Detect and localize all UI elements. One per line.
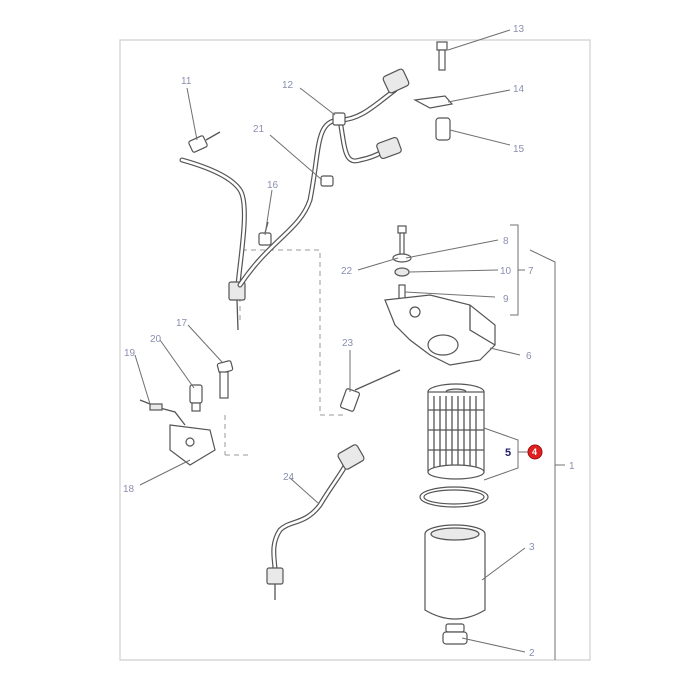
bowl-3 xyxy=(424,534,486,620)
callout-24: 24 xyxy=(283,472,295,483)
bracket-14 xyxy=(413,95,454,109)
filter-head-port xyxy=(427,334,459,356)
fitting-11-nut xyxy=(205,131,221,141)
callout-15: 15 xyxy=(513,144,525,155)
quick-connector-mid xyxy=(376,136,402,160)
o-ring-inner xyxy=(423,489,485,505)
bolt-13-head xyxy=(436,41,448,51)
callout-10: 10 xyxy=(500,266,512,277)
filter-head-bolt-hole xyxy=(409,306,421,318)
clip-12 xyxy=(332,112,346,126)
washer-10 xyxy=(394,267,410,277)
callout-19: 19 xyxy=(124,348,136,359)
callout-20: 20 xyxy=(150,334,162,345)
sensor-20-tip xyxy=(191,402,201,412)
filter-head-edge xyxy=(469,305,496,346)
sensor-20 xyxy=(189,384,203,404)
connector-lower-left-pin xyxy=(236,299,239,331)
callout-21: 21 xyxy=(253,124,265,135)
fuel-line-11 xyxy=(179,157,247,288)
washer-8 xyxy=(392,253,412,263)
highlight-circle xyxy=(527,444,543,460)
diagram-frame xyxy=(119,39,591,661)
fitting-23 xyxy=(339,388,361,412)
filter-element-5 xyxy=(427,391,485,473)
callout-8: 8 xyxy=(503,236,509,247)
fitting-11 xyxy=(188,135,208,153)
callout-4: 4 xyxy=(532,447,537,457)
bowl-3-rim xyxy=(430,527,480,541)
callout-23: 23 xyxy=(342,338,354,349)
callout-5: 5 xyxy=(505,447,511,459)
fitting-23-axis xyxy=(354,369,401,391)
filter-pleats xyxy=(428,396,484,470)
callout-22: 22 xyxy=(341,266,353,277)
callout-6: 6 xyxy=(526,351,532,362)
callout-16: 16 xyxy=(267,180,279,191)
bolt-17-shank xyxy=(219,371,229,399)
connector-24-lower xyxy=(266,567,284,585)
callout-17: 17 xyxy=(176,318,188,329)
callout-1: 1 xyxy=(569,461,575,472)
callout-11: 11 xyxy=(181,76,192,87)
callout-3: 3 xyxy=(529,542,535,553)
drain-plug-2 xyxy=(442,631,468,645)
quick-connector-24 xyxy=(337,444,365,470)
callout-14: 14 xyxy=(513,84,525,95)
callout-12: 12 xyxy=(282,80,294,91)
callout-7: 7 xyxy=(528,266,534,277)
spacer-15 xyxy=(435,117,451,141)
filter-element-bottom xyxy=(427,464,485,480)
bolt-13-shank xyxy=(438,49,446,71)
assembly-boundary xyxy=(239,249,345,416)
callout-4-badge[interactable]: 4 xyxy=(527,444,543,460)
clip-21 xyxy=(320,175,334,187)
quick-connector-upper xyxy=(382,68,410,94)
callout-9: 9 xyxy=(503,294,509,305)
callout-18: 18 xyxy=(123,484,135,495)
leader-lines xyxy=(134,29,565,660)
wire-harness-19-plug xyxy=(149,403,163,411)
bracket-18-hole xyxy=(185,437,195,447)
drain-plug-2-top xyxy=(445,623,465,633)
callout-13: 13 xyxy=(513,24,525,35)
callout-2: 2 xyxy=(529,648,535,659)
bolt-8-shank xyxy=(399,232,405,256)
bolt-8-head xyxy=(397,225,407,234)
stud-9 xyxy=(398,284,406,300)
